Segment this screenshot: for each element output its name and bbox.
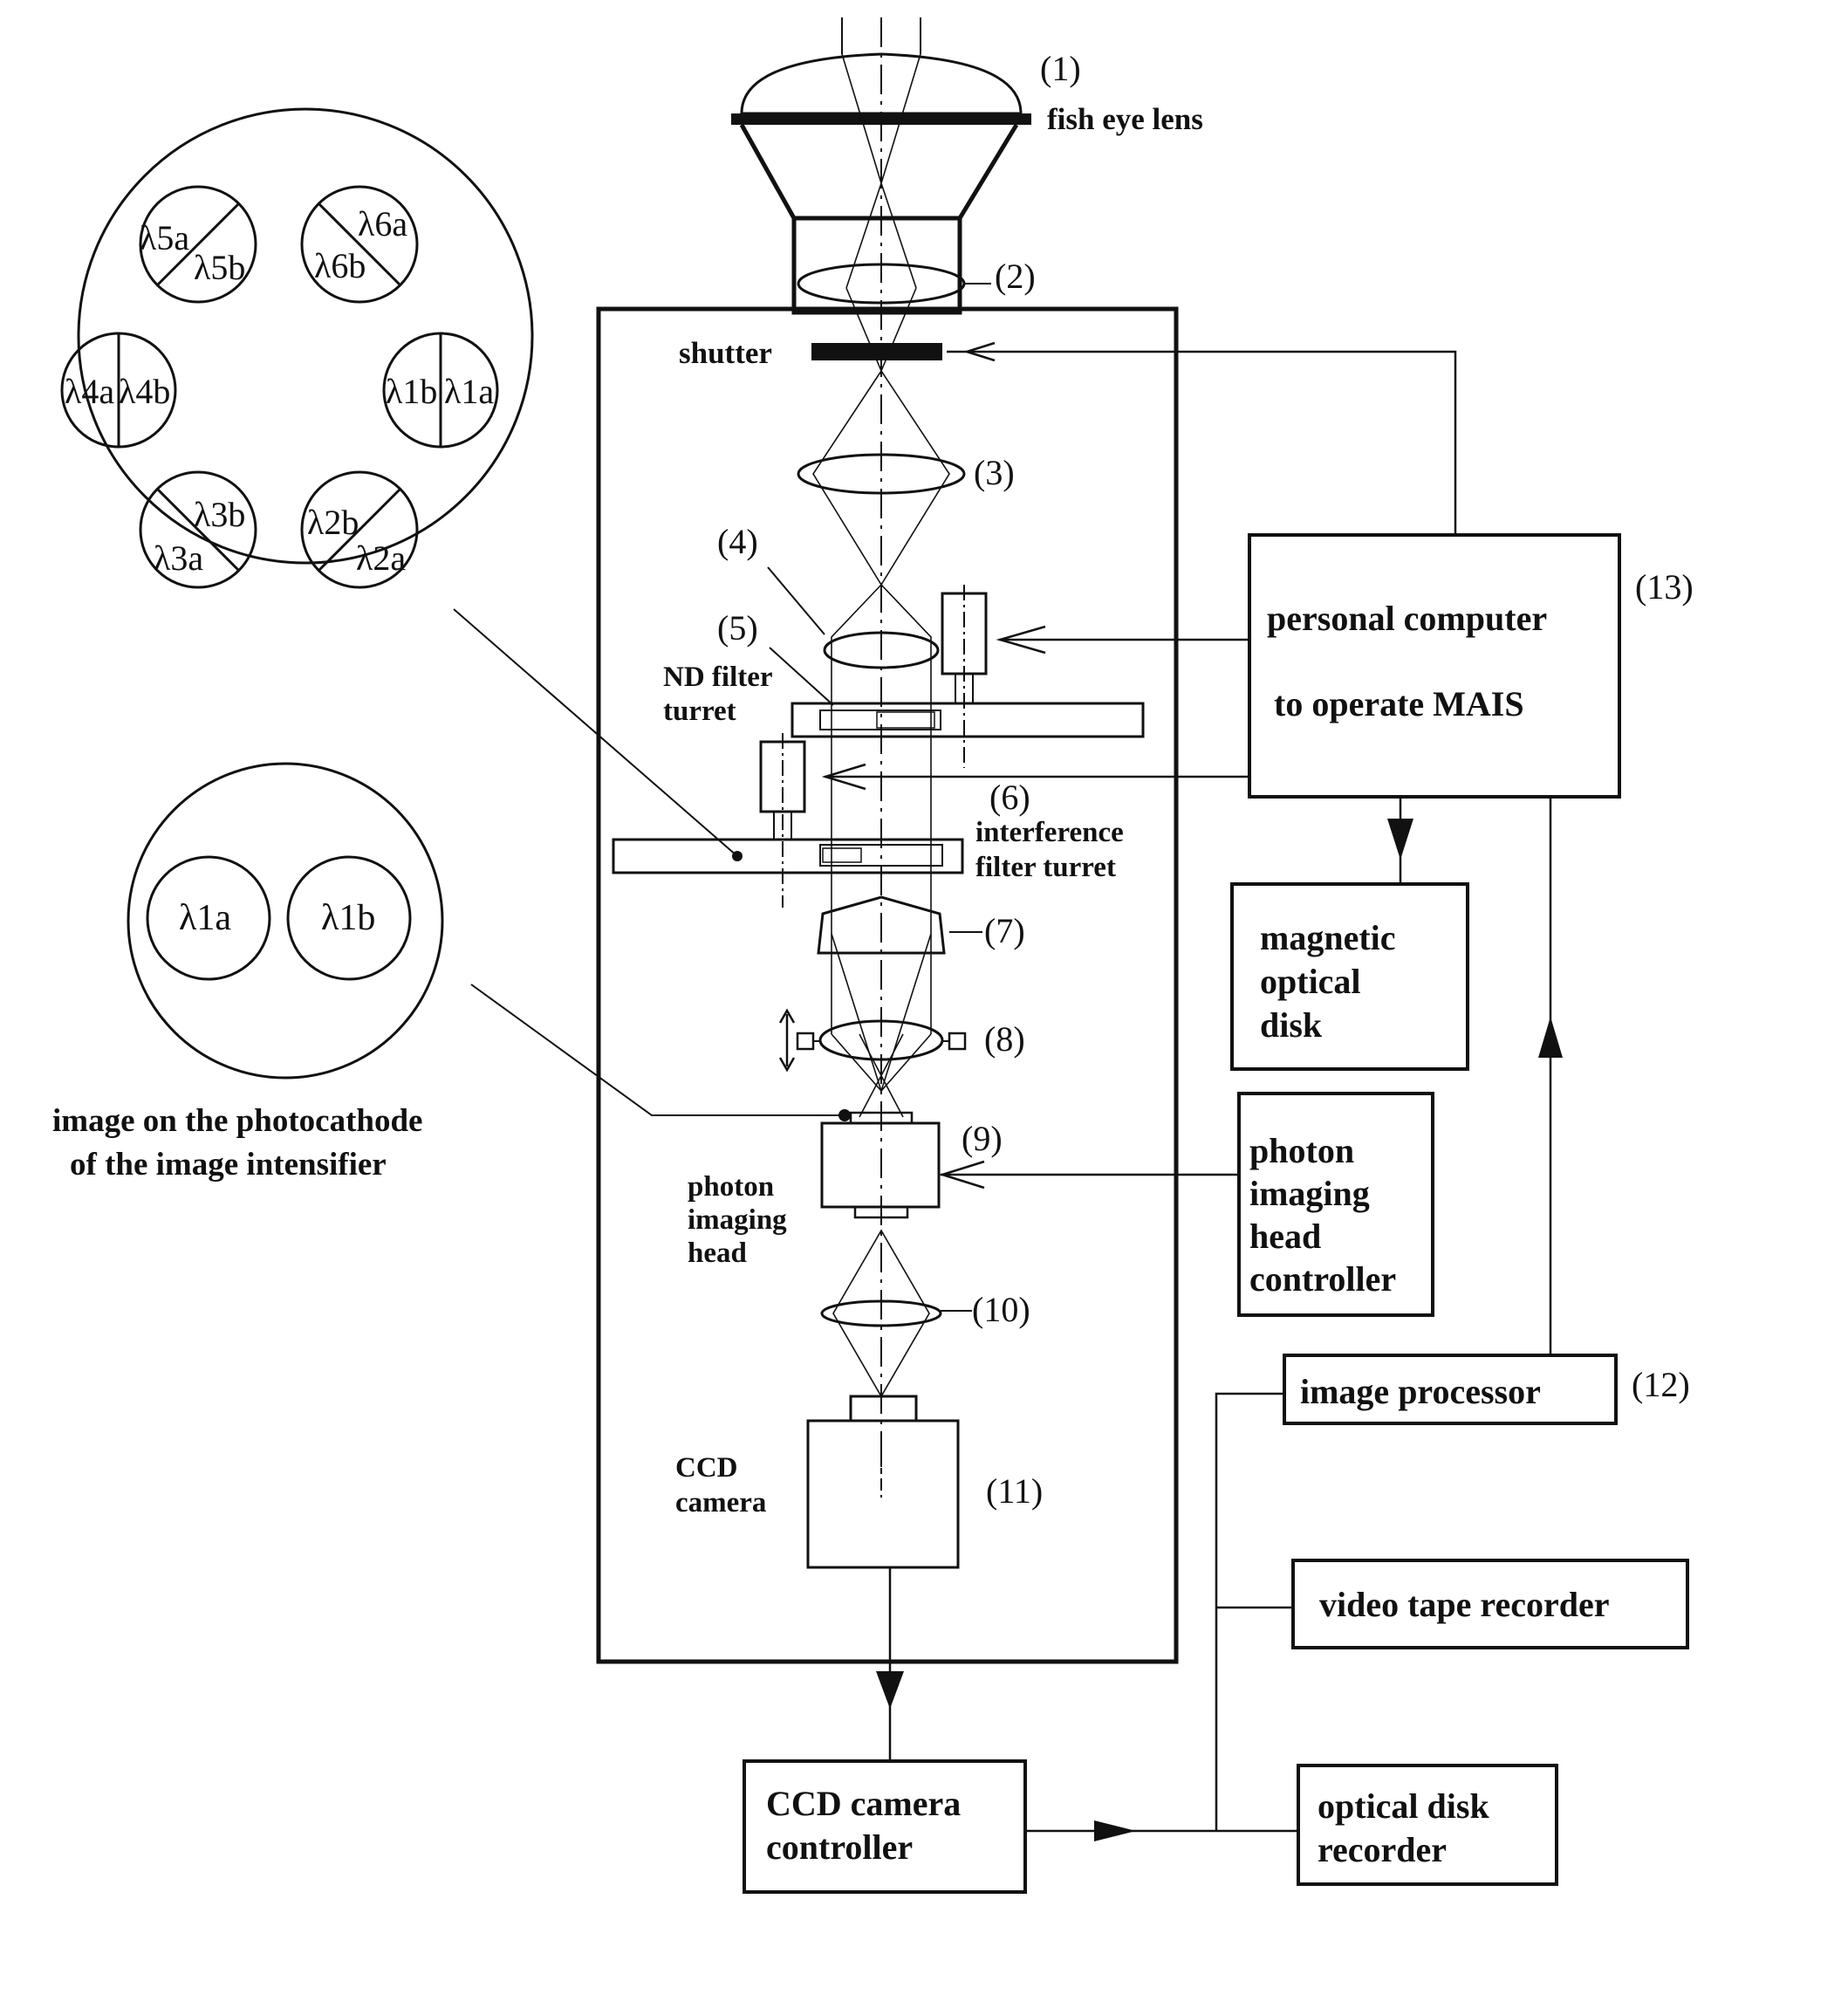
odr-label-2: recorder [1318, 1830, 1447, 1869]
label-photon-head-3: head [688, 1237, 747, 1269]
phc-label-2: imaging [1249, 1174, 1370, 1213]
label-photon-head-2: imaging [688, 1204, 787, 1236]
label-n7: (7) [984, 911, 1025, 950]
lens-7 [817, 895, 946, 955]
mo-disk-box [1230, 882, 1469, 1071]
mo-label-3: disk [1260, 1005, 1323, 1045]
photocathode-image: λ1a λ1b [127, 762, 444, 1080]
wheel-l3a: λ3a [154, 538, 203, 578]
phc-label-1: photon [1249, 1131, 1354, 1170]
ccdc-label-1: CCD camera [766, 1784, 961, 1823]
label-n13: (13) [1635, 567, 1694, 607]
wheel-l4a: λ4a [65, 372, 114, 411]
label-n6: (6) [989, 778, 1030, 817]
image-processor-label: image processor [1300, 1372, 1541, 1411]
label-n11: (11) [986, 1471, 1043, 1511]
label-interference-1: interference [975, 817, 1124, 848]
label-n3: (3) [974, 453, 1015, 492]
label-interference-2: filter turret [975, 852, 1116, 883]
arrowheads [876, 819, 1563, 1841]
wheel-l2a: λ2a [356, 538, 406, 578]
label-n2: (2) [995, 257, 1036, 296]
ccd-camera [806, 1395, 960, 1569]
label-n4: (4) [717, 522, 758, 561]
main-housing [596, 306, 1179, 1664]
pc-label-1: personal computer [1267, 599, 1547, 638]
label-nd-filter-1: ND filter [663, 662, 773, 693]
ccdc-label-2: controller [766, 1827, 913, 1867]
nd-filter-turret [791, 585, 1145, 768]
lens-4 [823, 631, 940, 669]
ccd-controller-box [743, 1759, 1027, 1894]
mo-label-2: optical [1260, 962, 1361, 1001]
cathode-leader-line [470, 984, 845, 1116]
wheel-l6a: λ6a [358, 204, 407, 243]
label-ccd-camera-1: CCD [675, 1452, 738, 1484]
label-n5: (5) [717, 608, 758, 648]
wheel-l1a: λ1a [444, 372, 494, 411]
lens-3 [797, 453, 966, 495]
label-nd-filter-2: turret [663, 696, 736, 727]
wheel-l6b: λ6b [314, 246, 366, 285]
wheel-l3b: λ3b [194, 495, 245, 534]
photon-controller-box [1237, 1092, 1434, 1317]
lens-10 [820, 1299, 942, 1327]
phc-label-3: head [1249, 1217, 1321, 1256]
filter-wheel: λ5a λ5b λ6a λ6b λ4a λ4b λ1b λ1a λ3b λ3a … [60, 107, 534, 589]
shutter [811, 343, 942, 360]
pc-label-2: to operate MAIS [1274, 684, 1524, 723]
wheel-l5b: λ5b [194, 248, 245, 287]
label-n9: (9) [962, 1119, 1003, 1158]
label-n10: (10) [972, 1290, 1030, 1329]
label-n1: (1) [1040, 49, 1081, 88]
image-processor-box [1283, 1354, 1618, 1425]
odr-box [1297, 1764, 1558, 1886]
vtr-box [1291, 1559, 1689, 1649]
mo-label-1: magnetic [1260, 918, 1396, 957]
label-photon-head-1: photon [688, 1171, 774, 1203]
focus-lens-8 [778, 1008, 967, 1073]
interference-filter-turret [612, 733, 964, 908]
fish-eye-lens [731, 17, 1031, 315]
pc-box [1248, 533, 1621, 799]
wheel-l5a: λ5a [140, 218, 189, 257]
label-shutter: shutter [679, 336, 772, 370]
label-ccd-camera-2: camera [675, 1487, 766, 1519]
wheel-l4b: λ4b [119, 372, 170, 411]
vtr-label: video tape recorder [1319, 1585, 1609, 1624]
label-photocathode-1: image on the photocathode [52, 1103, 422, 1139]
cathode-l1b: λ1b [321, 898, 375, 938]
ray-paths [812, 53, 950, 1398]
photon-imaging-head [820, 1111, 941, 1219]
cathode-l1a: λ1a [179, 898, 231, 938]
label-n12: (12) [1632, 1365, 1690, 1404]
wheel-l1b: λ1b [386, 372, 437, 411]
odr-label-1: optical disk [1318, 1786, 1489, 1826]
label-photocathode-2: of the image intensifier [70, 1147, 387, 1183]
wheel-l2b: λ2b [307, 503, 359, 542]
label-n8: (8) [984, 1019, 1025, 1059]
phc-label-4: controller [1249, 1259, 1396, 1299]
label-fish-eye: fish eye lens [1047, 102, 1203, 136]
wheel-leader-line [453, 608, 738, 857]
connections [821, 341, 1552, 1833]
